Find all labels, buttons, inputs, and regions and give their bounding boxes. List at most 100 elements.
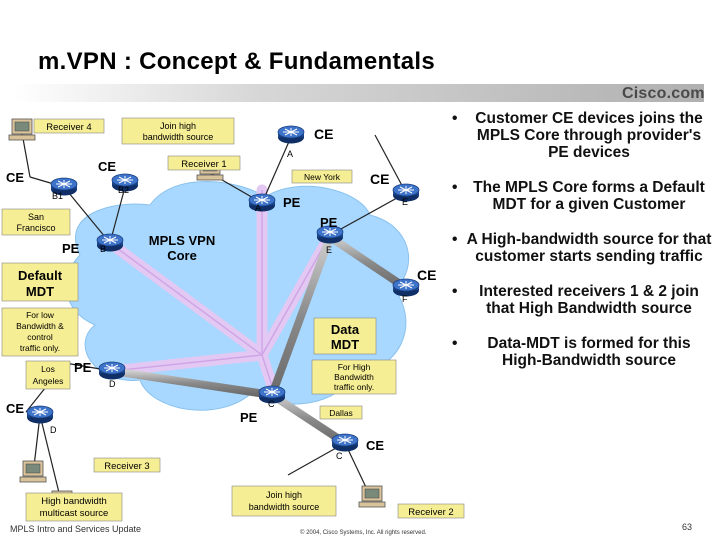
svg-text:New York: New York: [304, 172, 341, 182]
footer-copyright: © 2004, Cisco Systems, Inc. All rights r…: [300, 530, 427, 536]
data-mdt-label: Data MDT: [313, 317, 377, 355]
tag-d-pe: D: [109, 379, 116, 389]
svg-text:traffic only.: traffic only.: [334, 382, 374, 392]
tag-b2: B2: [118, 185, 129, 195]
svg-text:High bandwidth: High bandwidth: [41, 496, 107, 507]
ce-label-west: CE: [6, 170, 24, 185]
tag-c-pe: C: [268, 399, 275, 409]
data-mdt-pipe: [108, 233, 410, 447]
bullet-dot: •: [452, 110, 458, 127]
ce-label-a: CE: [314, 126, 333, 142]
network-diagram: Receiver 4 Join high bandwidth source Re…: [1, 117, 465, 522]
pc-receiver2: [358, 485, 386, 508]
svg-text:San: San: [28, 212, 44, 222]
svg-text:control: control: [27, 332, 53, 342]
router-pe-d: [98, 361, 126, 380]
svg-text:Dallas: Dallas: [329, 408, 353, 418]
pe-label-b: PE: [62, 241, 80, 256]
pe-label-a: PE: [283, 195, 301, 210]
title-rule: [14, 84, 704, 102]
ce-label-c: CE: [366, 438, 384, 453]
receiver3-label: Receiver 3: [93, 457, 161, 473]
tag-a-ce: A: [287, 149, 293, 159]
svg-text:For High: For High: [338, 362, 371, 372]
bullet-dot: •: [452, 335, 458, 352]
san-francisco-label: San Francisco: [1, 208, 71, 236]
svg-text:multicast source: multicast source: [40, 508, 109, 519]
for-low-label: For low Bandwidth & control traffic only…: [1, 307, 79, 357]
cisco-logo: Cisco.com: [622, 85, 705, 102]
bullet-text: Customer CE devices joins the MPLS Core …: [475, 110, 703, 161]
svg-text:Los: Los: [41, 364, 55, 374]
svg-text:Default: Default: [18, 268, 63, 283]
svg-text:Angeles: Angeles: [33, 376, 64, 386]
for-high-label: For High Bandwidth traffic only.: [311, 359, 397, 395]
svg-text:bandwidth source: bandwidth source: [143, 132, 214, 142]
svg-text:Data: Data: [331, 322, 360, 337]
tag-a-pe: A: [255, 203, 261, 213]
bullet-text: The MPLS Core forms a Default MDT for a …: [473, 179, 705, 213]
ce-label-e: CE: [370, 171, 389, 187]
svg-text:For low: For low: [26, 310, 55, 320]
core-label-2: Core: [167, 248, 197, 263]
bullet-item: • Interested receivers 1 & 2 join that H…: [452, 283, 712, 317]
svg-text:Join high: Join high: [266, 490, 302, 500]
dallas-label: Dallas: [319, 405, 363, 420]
svg-text:traffic only.: traffic only.: [20, 343, 60, 353]
tag-b1: B1: [52, 191, 63, 201]
core-label: MPLS VPN: [149, 233, 215, 248]
join-bottom-label: Join high bandwidth source: [231, 485, 337, 517]
svg-text:Francisco: Francisco: [16, 223, 55, 233]
svg-text:Receiver 2: Receiver 2: [408, 507, 453, 518]
svg-text:Receiver 4: Receiver 4: [46, 122, 91, 133]
tag-c-ce: C: [336, 451, 343, 461]
tag-e-pe: E: [326, 245, 332, 255]
router-ce-d: [26, 405, 54, 424]
pe-label-e: PE: [320, 215, 338, 230]
tag-f: F: [402, 294, 408, 304]
bullet-text: Data-MDT is formed for this High-Bandwid…: [487, 335, 691, 369]
router-ce-c: [331, 433, 359, 452]
page-number: 63: [682, 522, 693, 532]
bullet-dot: •: [452, 283, 458, 300]
pc-receiver4: [8, 118, 36, 141]
new-york-label: New York: [291, 169, 353, 184]
bullet-list: • Customer CE devices joins the MPLS Cor…: [452, 110, 712, 387]
receiver4-label: Receiver 4: [33, 118, 105, 134]
ce-label-b2: CE: [98, 159, 116, 174]
svg-text:Receiver 1: Receiver 1: [181, 159, 226, 170]
source-label: High bandwidth multicast source: [25, 492, 123, 522]
los-angeles-label: Los Angeles: [25, 360, 71, 390]
router-ce-a: [277, 125, 305, 144]
tag-b: B: [100, 244, 106, 254]
svg-text:Receiver 3: Receiver 3: [104, 461, 149, 472]
svg-text:Join high: Join high: [160, 121, 196, 131]
ce-label-d: CE: [6, 401, 24, 416]
bullet-dot: •: [452, 179, 458, 196]
bullet-text: Interested receivers 1 & 2 join that Hig…: [479, 283, 699, 317]
bullet-item: • The MPLS Core forms a Default MDT for …: [452, 179, 712, 213]
svg-text:Bandwidth &: Bandwidth &: [16, 321, 64, 331]
receiver1-label: Receiver 1: [167, 155, 241, 171]
pe-label-c: PE: [240, 410, 258, 425]
svg-text:MDT: MDT: [26, 284, 54, 299]
pc-source: [19, 460, 47, 483]
footer-left: MPLS Intro and Services Update: [10, 524, 142, 534]
router-pe-a: [248, 193, 276, 212]
bullet-item: • A High-bandwidth source for that custo…: [452, 231, 712, 265]
tag-d-ce: D: [50, 425, 57, 435]
svg-text:Bandwidth: Bandwidth: [334, 372, 374, 382]
default-mdt-label: Default MDT: [1, 262, 79, 302]
pe-label-d: PE: [74, 360, 92, 375]
receiver2-label: Receiver 2: [397, 503, 465, 519]
bullet-text: A High-bandwidth source for that custome…: [466, 231, 712, 265]
slide-title: m.VPN : Concept & Fundamentals: [38, 48, 436, 75]
svg-text:bandwidth source: bandwidth source: [249, 502, 320, 512]
svg-text:MDT: MDT: [331, 337, 359, 352]
bullet-dot: •: [452, 231, 458, 248]
ce-label-f: CE: [417, 267, 436, 283]
join-top-label: Join high bandwidth source: [121, 117, 235, 145]
bullet-item: • Customer CE devices joins the MPLS Cor…: [452, 110, 712, 161]
tag-e-ce: E: [402, 197, 408, 207]
bullet-item: • Data-MDT is formed for this High-Bandw…: [452, 335, 712, 369]
